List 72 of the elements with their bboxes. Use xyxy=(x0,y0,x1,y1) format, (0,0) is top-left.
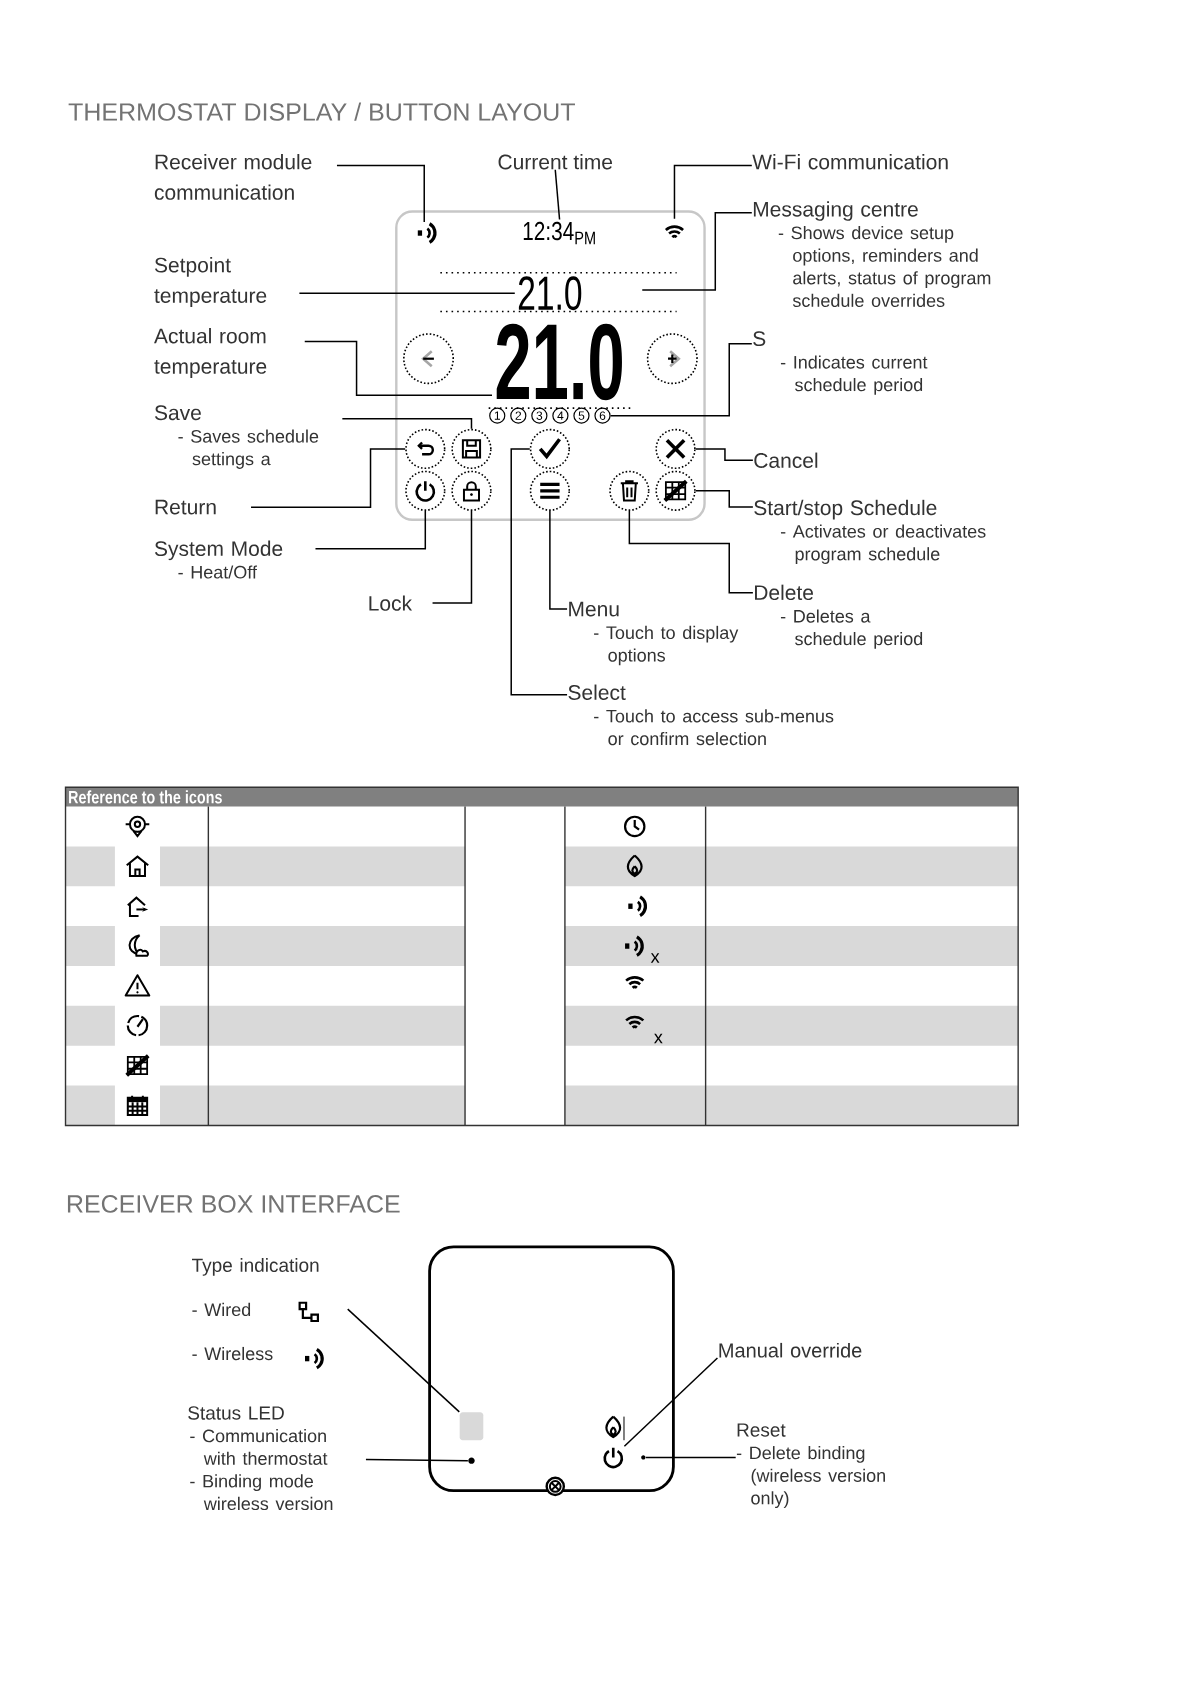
wifi-icon xyxy=(665,225,684,239)
callout-label: Menu - Touch to display options xyxy=(569,601,739,666)
callout-label: Delete - Deletes a schedule period xyxy=(755,584,923,649)
icon-subscript: x xyxy=(650,953,660,963)
schedule-button xyxy=(655,470,696,511)
leader-line xyxy=(554,169,561,221)
leader-line xyxy=(365,1458,469,1462)
delete-button xyxy=(609,470,650,511)
period-number: 2 xyxy=(510,407,527,424)
leader-line xyxy=(298,292,516,294)
back-button xyxy=(405,428,446,470)
leader-line xyxy=(431,510,473,604)
period-number: 5 xyxy=(573,407,590,424)
leader-line xyxy=(645,1456,737,1459)
leader-line xyxy=(549,510,568,610)
heading: RECEIVER BOX INTERFACE xyxy=(67,1195,400,1213)
leader-line xyxy=(346,1308,460,1413)
callout-label: Manual override xyxy=(719,1342,862,1358)
receiver-box xyxy=(428,1245,675,1493)
leader-line xyxy=(314,510,427,550)
reset-hole xyxy=(641,1455,646,1460)
leader-line xyxy=(510,448,568,696)
icon-subscript: x xyxy=(654,1033,663,1044)
lock-button xyxy=(451,470,492,511)
leader-line xyxy=(304,340,493,396)
signal-icon xyxy=(417,222,437,244)
indicator-light xyxy=(459,1412,484,1441)
leader-line xyxy=(250,448,406,508)
leader-line xyxy=(694,448,754,461)
leader-line xyxy=(694,490,754,508)
confirm-button xyxy=(529,428,570,470)
leader-line xyxy=(609,342,753,417)
callout-label: S - Indicates current schedule period xyxy=(753,331,928,395)
save-button xyxy=(451,428,492,470)
period-number: 6 xyxy=(594,407,611,424)
leader-line xyxy=(341,418,473,430)
period-number: 4 xyxy=(552,407,569,424)
leader-line xyxy=(623,1357,719,1447)
temperature-display: 21.0 xyxy=(496,323,622,401)
callout-label: Start/stop Schedule - Activates or deactivates program schedule xyxy=(754,499,986,564)
leader-line xyxy=(336,164,425,223)
minus-button xyxy=(403,333,454,385)
callout-label: Reset - Delete binding (wireless version only) xyxy=(736,1423,885,1509)
callout-label: Current time xyxy=(498,154,613,170)
setpoint-display: 21.0 xyxy=(518,276,582,311)
time-display: 12:34$_{PM}$ xyxy=(523,221,595,245)
callout-label: Lock xyxy=(369,595,413,611)
period-number: 3 xyxy=(531,407,548,424)
callout-label: Receiver module communication xyxy=(154,154,312,200)
callout-label: Type indication - Wired - Wireless xyxy=(192,1258,319,1361)
menu-button xyxy=(529,470,570,511)
period-number: 1 xyxy=(489,407,506,424)
callout-label: Messaging centre - Shows device setup options, reminders and alerts, status of program schedule overrides xyxy=(753,201,991,308)
callout-label: System Mode - Heat/Off xyxy=(154,540,283,579)
heading: THERMOSTAT DISPLAY / BUTTON LAYOUT xyxy=(68,102,575,121)
callout-label: Status LED - Communication with thermostat - Binding mode wireless version xyxy=(188,1406,333,1511)
leader-line xyxy=(628,510,754,594)
status-light xyxy=(468,1457,475,1464)
callout-label: Return xyxy=(155,499,216,515)
thermostat-body xyxy=(395,210,706,521)
cancel-button xyxy=(655,428,696,470)
callout-label: Cancel xyxy=(754,452,818,468)
callout-label: Setpoint temperature xyxy=(154,257,267,308)
power-button xyxy=(405,470,446,511)
callout-label: Select - Touch to access sub-menus or confirm selection xyxy=(568,684,834,746)
callout-label: Wi-Fi communication xyxy=(752,154,948,170)
leader-line xyxy=(673,164,753,220)
callout-label: Save - Saves schedule settings a xyxy=(154,405,319,469)
callout-label: Actual room temperature xyxy=(154,327,267,378)
plus-button xyxy=(646,333,698,385)
power-icon xyxy=(603,1446,624,1469)
leader-line xyxy=(641,211,753,291)
